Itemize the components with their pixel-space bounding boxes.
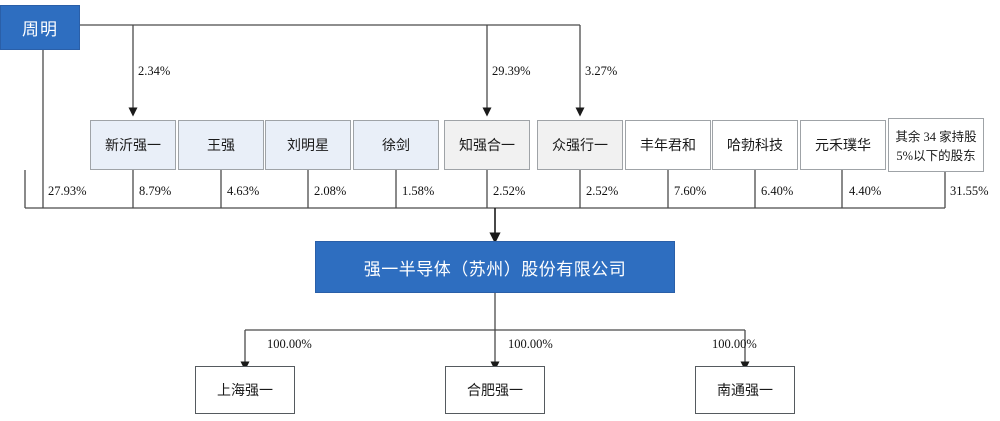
- node-subsidiary-label: 上海强一: [217, 384, 273, 399]
- node-shareholder-zhongqiang-xingyi[interactable]: 众强行一: [537, 120, 623, 170]
- pct-zhongqiang-xingyi: 2.52%: [586, 184, 619, 198]
- node-shareholder-label: 徐剑: [382, 139, 410, 154]
- pct-zhiqiang-heyi: 2.52%: [493, 184, 526, 198]
- node-shareholder-label: 知强合一: [459, 139, 515, 154]
- node-shareholder-label: 新沂强一: [105, 139, 161, 154]
- node-shareholder-label: 丰年君和: [640, 139, 696, 154]
- pct-controller-to-zhiqiang: 29.39%: [492, 64, 531, 78]
- node-subsidiary-label: 南通强一: [717, 384, 773, 399]
- pct-zhouming-direct: 27.93%: [48, 184, 87, 198]
- node-subsidiary-hefei-qiangyi[interactable]: 合肥强一: [445, 366, 545, 414]
- node-shareholder-label: 刘明星: [287, 139, 329, 154]
- node-controller-zhouming[interactable]: 周明: [0, 5, 80, 50]
- node-controller-label: 周明: [22, 20, 58, 39]
- node-shareholder-other-34[interactable]: 其余 34 家持股 5%以下的股东: [888, 118, 984, 172]
- node-shareholder-zhiqiang-heyi[interactable]: 知强合一: [444, 120, 530, 170]
- node-shareholder-wangqiang[interactable]: 王强: [178, 120, 264, 170]
- node-shareholder-xujian[interactable]: 徐剑: [353, 120, 439, 170]
- node-subsidiary-nantong-qiangyi[interactable]: 南通强一: [695, 366, 795, 414]
- node-shareholder-label-line2: 5%以下的股东: [896, 149, 976, 163]
- pct-fengnian-junhe: 7.60%: [674, 184, 707, 198]
- pct-other-34: 31.55%: [950, 184, 989, 198]
- node-shareholder-label: 众强行一: [552, 139, 608, 154]
- node-subsidiary-label: 合肥强一: [467, 384, 523, 399]
- node-shareholder-yuanhe-puhua[interactable]: 元禾璞华: [800, 120, 886, 170]
- node-shareholder-label: 元禾璞华: [815, 139, 871, 154]
- node-subsidiary-shanghai-qiangyi[interactable]: 上海强一: [195, 366, 295, 414]
- pct-subsidiary-hefei: 100.00%: [508, 337, 553, 351]
- node-shareholder-label: 哈勃科技: [727, 139, 783, 154]
- node-company-label: 强一半导体（苏州）股份有限公司: [363, 259, 627, 279]
- pct-wangqiang: 4.63%: [227, 184, 260, 198]
- pct-controller-to-xinyi: 2.34%: [138, 64, 171, 78]
- pct-xinyi-qiangyi: 8.79%: [139, 184, 172, 198]
- pct-controller-to-zhongqiang: 3.27%: [585, 64, 618, 78]
- pct-liumingxing: 2.08%: [314, 184, 347, 198]
- node-shareholder-habo-keji[interactable]: 哈勃科技: [712, 120, 798, 170]
- pct-subsidiary-shanghai: 100.00%: [267, 337, 312, 351]
- pct-yuanhe-puhua: 4.40%: [849, 184, 882, 198]
- pct-habo-keji: 6.40%: [761, 184, 794, 198]
- node-shareholder-label-line1: 其余 34 家持股: [895, 130, 977, 144]
- pct-xujian: 1.58%: [402, 184, 435, 198]
- node-shareholder-label: 王强: [207, 139, 235, 154]
- node-company-qiangyi-semiconductor[interactable]: 强一半导体（苏州）股份有限公司: [315, 241, 675, 293]
- pct-subsidiary-nantong: 100.00%: [712, 337, 757, 351]
- node-shareholder-liumingxing[interactable]: 刘明星: [265, 120, 351, 170]
- node-shareholder-fengnian-junhe-box[interactable]: 丰年君和: [625, 120, 711, 170]
- node-shareholder-xinyi-qiangyi[interactable]: 新沂强一: [90, 120, 176, 170]
